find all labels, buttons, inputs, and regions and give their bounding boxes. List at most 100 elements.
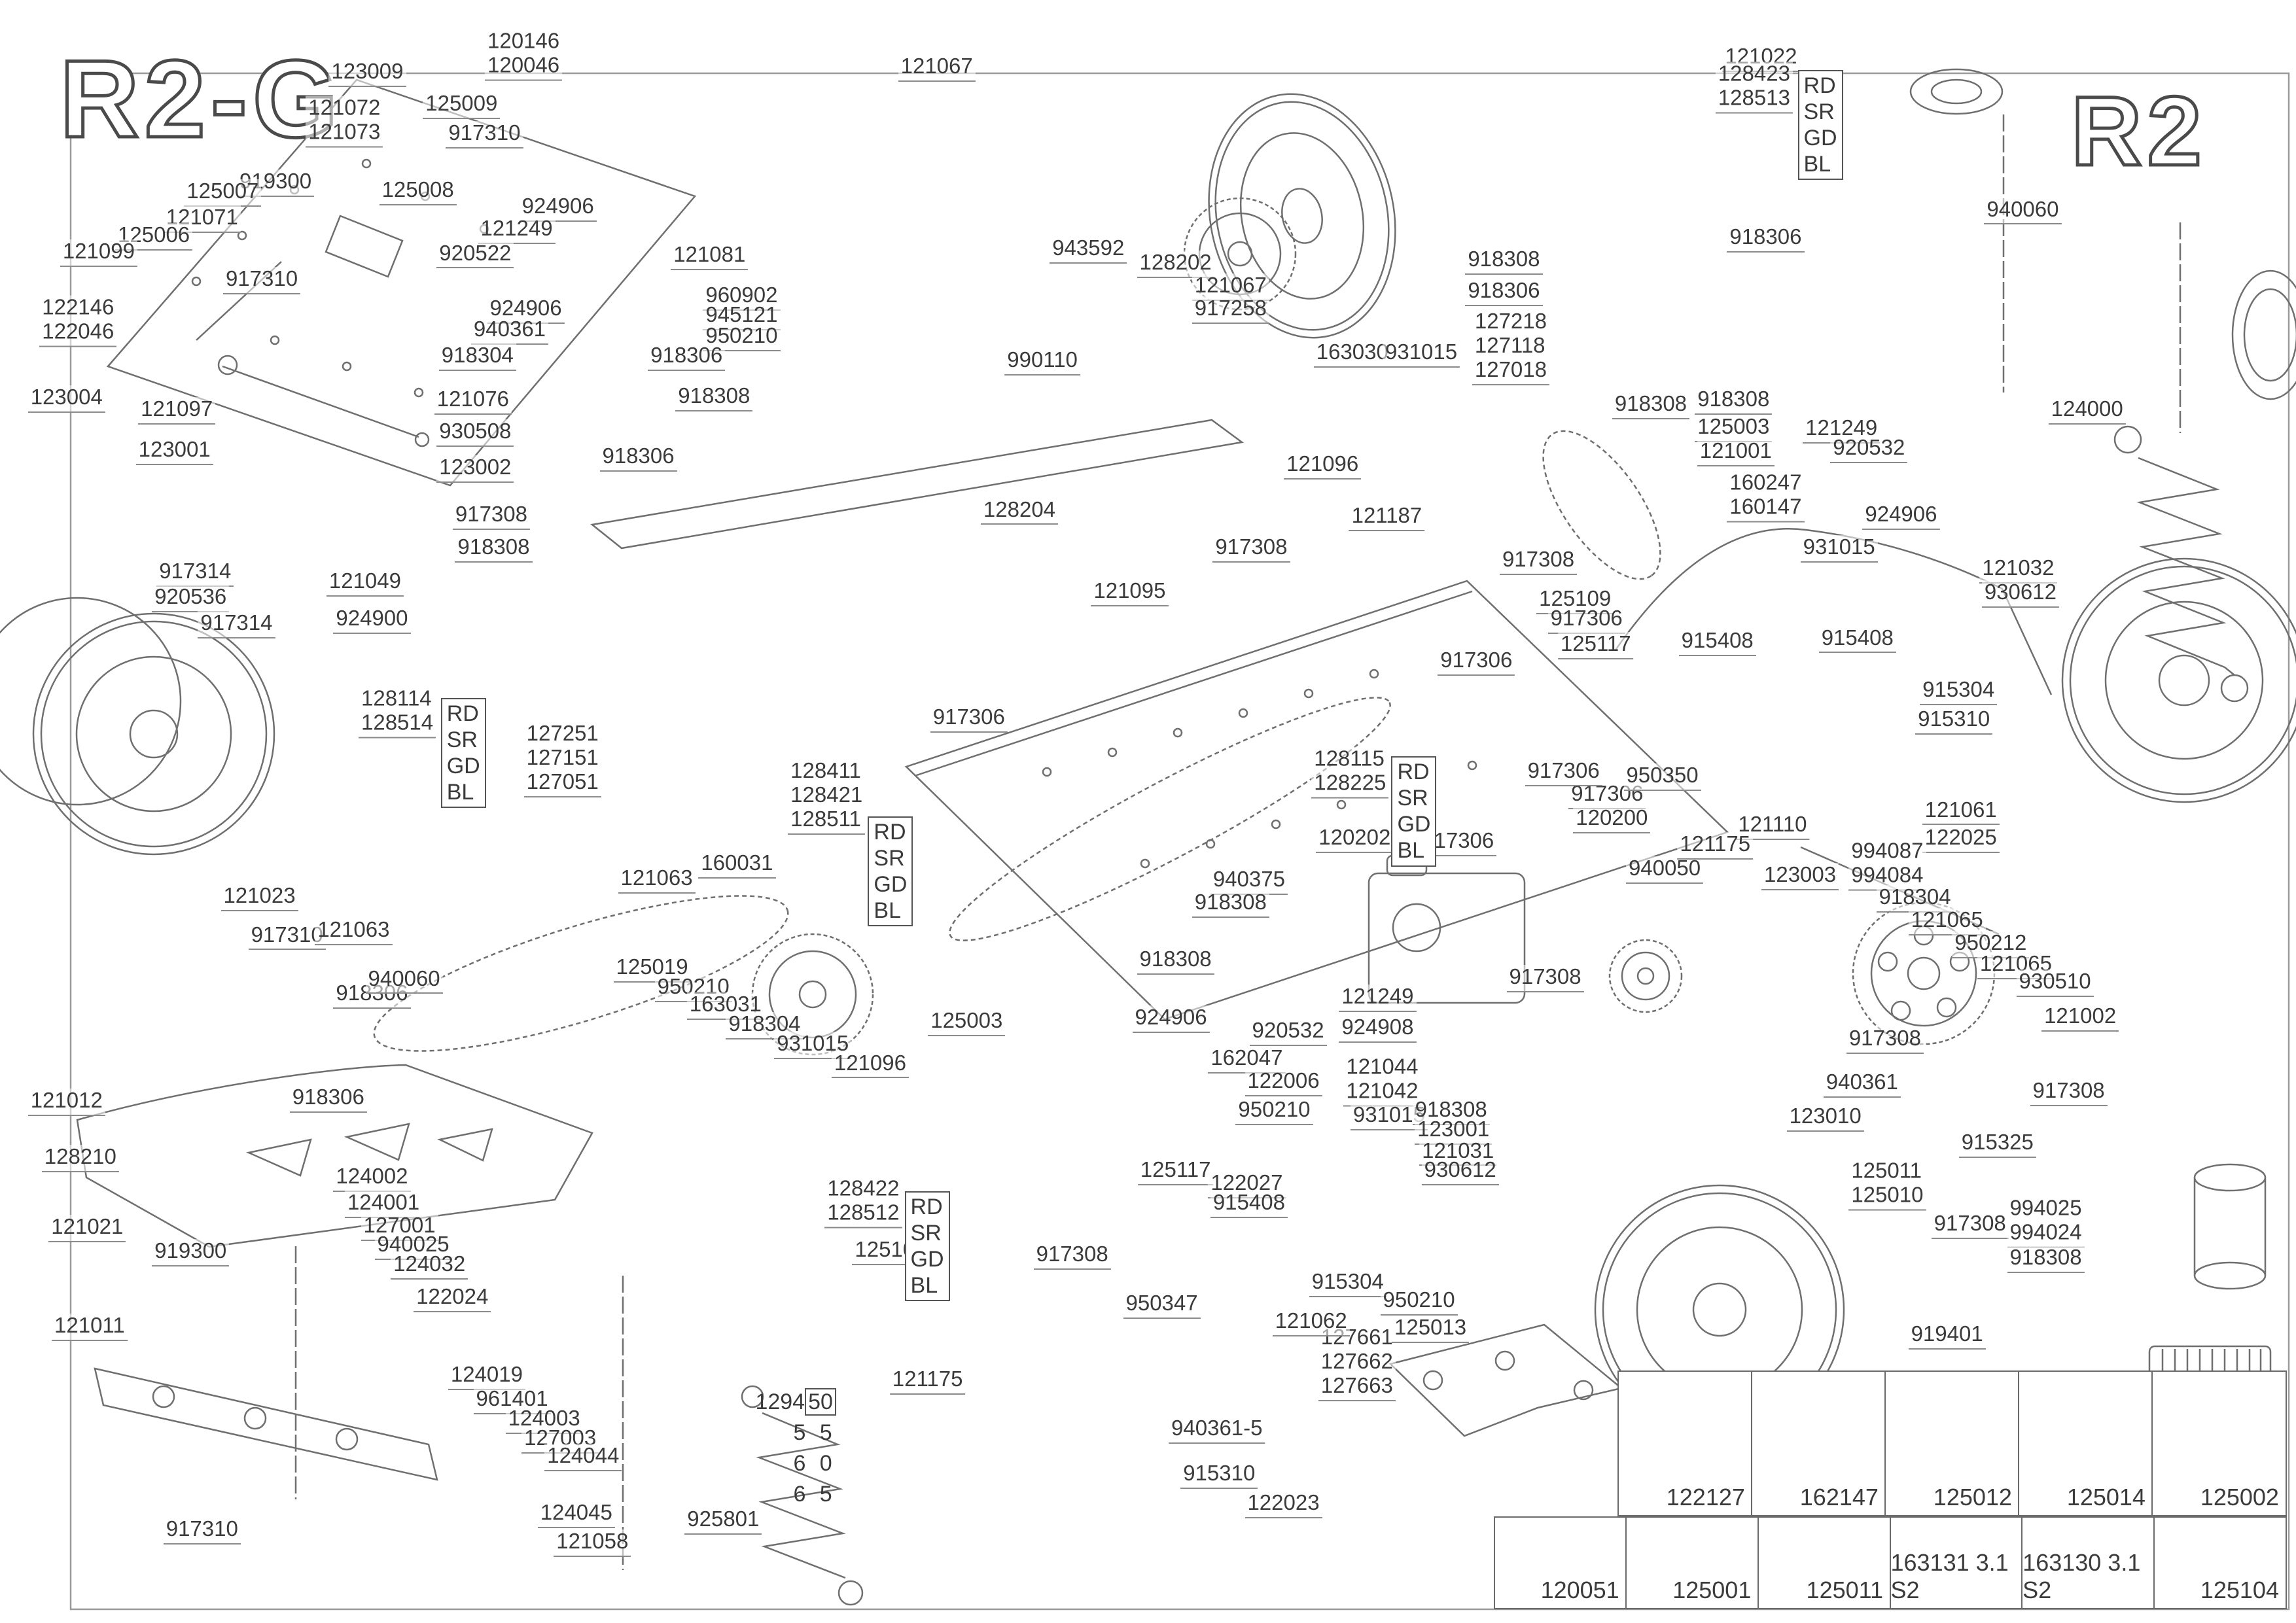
part-label-121249: 121249	[1339, 984, 1417, 1012]
color-variant-option-GD: GD	[446, 754, 480, 779]
part-label-121023: 121023	[221, 883, 298, 911]
part-label-917308: 917308	[1499, 547, 1578, 576]
part-label-121062: 121062	[1272, 1308, 1350, 1336]
parts-table-cell-label: 122127	[1666, 1483, 1745, 1510]
part-label-925801: 925801	[684, 1507, 762, 1535]
part-label-128204: 128204	[980, 497, 1059, 525]
part-label-940050: 940050	[1625, 856, 1704, 884]
parts-table-cell-125001: 125001	[1625, 1516, 1759, 1609]
color-variant-option-RD: RD	[1397, 759, 1430, 785]
part-label-125008: 125008	[379, 177, 457, 205]
part-label-917306: 917306	[930, 705, 1008, 733]
part-label-930612: 930612	[1981, 580, 2059, 608]
part-label-918306: 918306	[1465, 278, 1543, 306]
servo-outline	[1368, 854, 1526, 1004]
part-label-124002: 124002	[333, 1164, 411, 1193]
part-label-917314: 917314	[156, 559, 234, 587]
parts-table-cell-label: 163131 3.1 S2	[1890, 1548, 2009, 1603]
part-label-994087: 994087 994084	[1848, 839, 1926, 891]
belt-front	[373, 895, 789, 1052]
part-label-918306: 918306	[289, 1085, 367, 1113]
part-label-127251: 127251 127151 127051	[523, 721, 601, 798]
part-label-940060: 940060	[1984, 197, 2062, 225]
part-label-917310: 917310	[446, 120, 523, 148]
part-label-920532: 920532	[1830, 435, 1908, 464]
part-label-918306: 918306	[1727, 224, 1805, 253]
parts-table-cell-label: 125011	[1806, 1576, 1884, 1603]
part-label-121063: 121063	[618, 865, 696, 894]
part-label-918308: 918308	[1695, 387, 1773, 415]
part-label-918304: 918304	[438, 343, 516, 371]
part-label-918304: 918304	[1876, 885, 1954, 913]
part-label-124045: 124045	[537, 1500, 615, 1528]
color-variant-option-RD: RD	[1803, 73, 1836, 98]
parts-table-cell-label: 125001	[1672, 1576, 1752, 1603]
part-label-121187: 121187	[1349, 504, 1425, 532]
parts-table-cell-label: 125104	[2200, 1576, 2279, 1603]
spring-rate-option: 6 5	[793, 1481, 836, 1507]
part-label-919300: 919300	[152, 1238, 230, 1267]
spring-rate-option: 6 0	[793, 1450, 836, 1476]
part-label-163030: 163030	[1313, 340, 1391, 368]
part-label-125117: 125117	[1137, 1157, 1214, 1186]
part-label-121096: 121096	[831, 1051, 909, 1079]
part-label-121049: 121049	[326, 568, 404, 597]
color-variant-option-SR: SR	[1397, 786, 1428, 811]
part-label-917308: 917308	[1212, 534, 1290, 563]
part-label-127218: 127218 127118 127018	[1472, 309, 1549, 385]
bumper-lower-plate	[94, 1367, 438, 1481]
part-label-918308: 918308	[1612, 391, 1690, 420]
part-label-950350: 950350	[1623, 763, 1701, 792]
spring-rate-prefix: 1294	[755, 1389, 805, 1414]
color-variant-option-SR: SR	[874, 846, 905, 871]
part-label-918308: 918308	[2007, 1245, 2085, 1274]
parts-table-cell-163131-3.1-S2: 163131 3.1 S2	[1889, 1516, 2023, 1609]
part-label-924908: 924908	[1339, 1015, 1417, 1043]
wheel-top	[1208, 93, 1396, 339]
part-label-125011: 125011 125010	[1848, 1159, 1926, 1211]
part-label-915304: 915304	[1920, 677, 1998, 705]
part-label-123010: 123010	[1786, 1104, 1864, 1132]
parts-table-cell-162147: 162147	[1751, 1370, 1886, 1516]
part-label-128411: 128411 128421 128511	[788, 758, 866, 835]
part-label-128115: 128115 128225	[1311, 746, 1389, 799]
parts-table-cell-125014: 125014	[2018, 1370, 2153, 1516]
wheel-right	[2061, 557, 2296, 803]
part-label-122024: 122024	[414, 1284, 491, 1312]
color-variant-option-RD: RD	[874, 819, 906, 845]
part-label-918304: 918304	[726, 1011, 804, 1039]
suspension-arm-outline	[1388, 1323, 1623, 1437]
parts-table-cell-125104: 125104	[2153, 1516, 2287, 1609]
part-label-950210: 950210	[1380, 1287, 1458, 1316]
part-label-121096: 121096	[1284, 451, 1362, 480]
part-label-125013: 125013	[1392, 1315, 1470, 1343]
wheel-far-right	[2231, 270, 2296, 400]
page-frame	[69, 72, 2290, 1611]
body-posts	[294, 114, 2181, 1570]
color-variant-option-RD: RD	[910, 1195, 943, 1220]
color-variant-option-BL: BL	[446, 780, 474, 805]
part-label-123001: 123001	[135, 437, 213, 465]
part-label-924906: 924906	[1132, 1005, 1210, 1034]
part-label-940361: 940361	[1823, 1070, 1901, 1098]
part-label-918306: 918306	[599, 444, 677, 472]
color-variant-option-BL: BL	[1803, 152, 1831, 177]
part-label-124032: 124032	[391, 1251, 468, 1280]
part-label-124019: 124019	[448, 1362, 525, 1390]
part-label-943592: 943592	[1050, 236, 1127, 264]
color-variant-option-SR: SR	[910, 1221, 942, 1246]
part-label-920536: 920536	[152, 585, 230, 613]
part-label-121175: 121175	[1677, 831, 1754, 860]
part-label-917314: 917314	[198, 610, 275, 639]
part-label-122146: 122146 122046	[39, 295, 117, 347]
part-label-121012: 121012	[27, 1088, 105, 1116]
part-label-123009: 123009	[328, 59, 406, 87]
part-label-915310: 915310	[1915, 707, 1993, 735]
part-label-918308: 918308	[1137, 947, 1214, 975]
color-variant-option-BL: BL	[874, 898, 901, 924]
